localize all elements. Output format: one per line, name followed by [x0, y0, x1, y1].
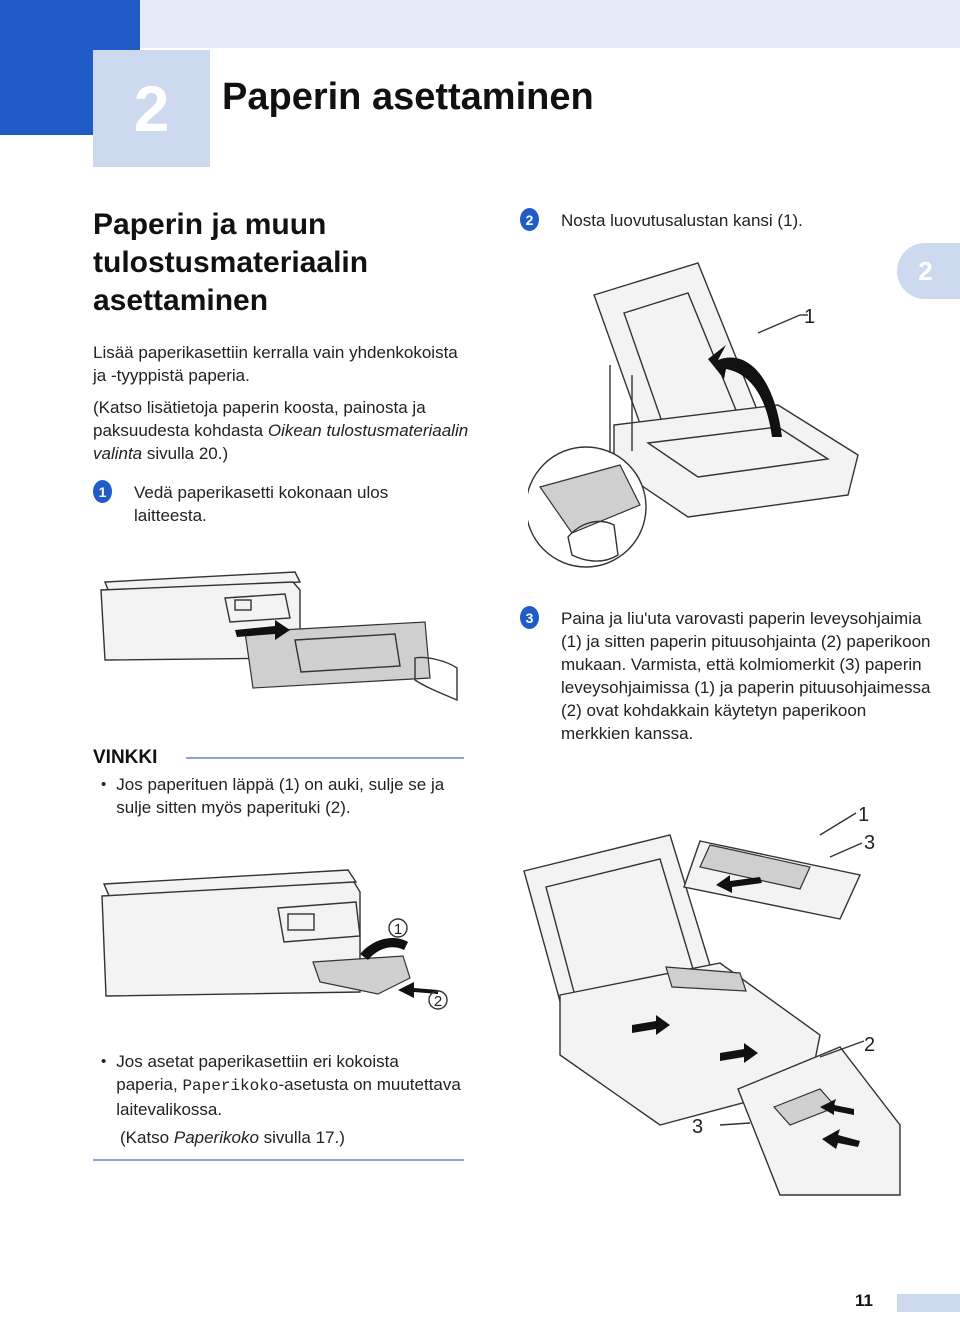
callout-guides-2: 2 [864, 1034, 875, 1056]
lift-arrow [708, 345, 782, 437]
callout-circle-2 [428, 990, 448, 1010]
callout-support-1: 1 [394, 921, 402, 938]
push-arrow [398, 982, 438, 998]
note-title: VINKKI [93, 747, 158, 768]
callout-guides-3b: 3 [692, 1116, 703, 1138]
page-number: 11 [855, 1291, 873, 1310]
paper-tray [244, 621, 431, 689]
intro-p2-tail: sivulla 20.) [142, 444, 229, 463]
setting-name: Paperikoko [182, 1077, 279, 1095]
callout-guides-1: 1 [858, 804, 869, 826]
callout-tray-lid-1: 1 [804, 306, 815, 328]
side-chapter-tab: 2 [897, 243, 960, 299]
note-bullet-1: • Jos paperituen läppä (1) on auki, sulj… [101, 773, 471, 819]
ref-link[interactable]: Paperikoko [173, 1128, 259, 1147]
pull-arrow [235, 620, 290, 640]
illustration-pull-tray [100, 571, 458, 702]
section-title: Paperin ja muun tulostusmateriaalin aset… [93, 208, 369, 317]
callout-support-2: 2 [434, 993, 442, 1010]
bullet-dot: • [101, 1053, 107, 1070]
bullet-dot: • [101, 776, 107, 793]
intro-paragraph-1: Lisää paperikasettiin kerralla vain yhde… [93, 343, 458, 385]
ref-lead: (Katso [120, 1128, 174, 1147]
callout-circle-1 [388, 918, 408, 938]
lcd-screen [234, 599, 252, 611]
lcd-screen [287, 913, 315, 931]
intro-p2-text: (Katso lisätietoja paperin koosta, paino… [93, 398, 426, 440]
hand [414, 656, 458, 702]
note-bullet-2-text: Jos asetat paperikasettiin eri kokoista … [116, 1050, 461, 1121]
note-bullet-2: • Jos asetat paperikasettiin eri kokoist… [101, 1050, 461, 1121]
illustration-paper-support: 1 2 [101, 869, 448, 1010]
flap-arrow [360, 938, 408, 960]
paper-tray [613, 404, 859, 518]
illustration-paper-guides: 1 3 2 3 [523, 804, 901, 1196]
callout-guides-3a: 3 [864, 832, 875, 854]
step-3-text: Paina ja liu'uta varovasti paperin levey… [561, 609, 931, 743]
header-band-light [140, 0, 960, 48]
step-2-text: Nosta luovutusalustan kansi (1). [561, 211, 803, 230]
note-bullet-2-tail: -asetusta on muutettava laitevalikossa. [116, 1075, 461, 1119]
step-3-badge: 3 [520, 606, 539, 629]
paper-support [312, 955, 411, 995]
step-2-badge: 2 [520, 208, 539, 231]
note-divider-top [186, 757, 464, 759]
chapter-number: 2 [93, 50, 210, 167]
printer-body [101, 881, 361, 997]
note-bullet-2-lead: Jos asetat paperikasettiin eri kokoista … [116, 1052, 399, 1094]
intro-paragraph-2: (Katso lisätietoja paperin koosta, paino… [93, 396, 473, 465]
step-1-badge: 1 [93, 480, 112, 503]
control-panel [224, 593, 291, 623]
chapter-title: Paperin asettaminen [222, 76, 594, 118]
length-guide-detail [737, 1046, 901, 1196]
ref-tail: sivulla 17.) [258, 1128, 345, 1147]
illustration-tray-lid: 1 [528, 262, 859, 568]
finger [567, 520, 619, 562]
width-guide [665, 966, 747, 992]
note-bullet-1-text: Jos paperituen läppä (1) on auki, sulje … [116, 775, 445, 817]
control-panel [277, 901, 361, 943]
step-1-text: Vedä paperikasetti kokonaan ulos laittee… [134, 483, 389, 525]
scanner-lid [102, 869, 358, 899]
note-divider-bottom [93, 1159, 464, 1161]
page-number-bar [897, 1294, 960, 1312]
note-reference: (Katso Paperikoko sivulla 17.) [120, 1128, 345, 1148]
intro-p2-link[interactable]: Oikean tulostusmateriaalin valinta [93, 421, 469, 463]
